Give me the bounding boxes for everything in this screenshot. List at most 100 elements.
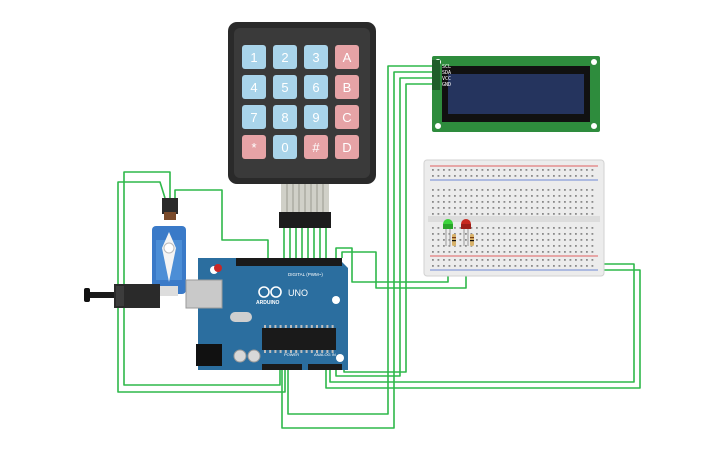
breadboard-hole <box>454 201 456 203</box>
breadboard-hole <box>525 265 528 267</box>
power-header <box>262 364 302 370</box>
breadboard-hole <box>586 175 588 177</box>
breadboard-hole <box>569 259 572 261</box>
keypad-key-#[interactable]: # <box>304 135 328 159</box>
wire-led-red[interactable] <box>341 246 467 289</box>
wire-rail-ground[interactable] <box>325 269 641 389</box>
keypad-key-3[interactable]: 3 <box>304 45 328 69</box>
breadboard-hole <box>481 169 484 171</box>
breadboard-hole <box>520 245 522 247</box>
breadboard-hole <box>525 169 528 171</box>
breadboard-hole <box>525 251 528 253</box>
wires <box>117 65 641 429</box>
wire-servo-ground[interactable] <box>174 189 269 260</box>
breadboard-hole <box>509 189 511 191</box>
breadboard-hole <box>569 245 572 247</box>
keypad-key-2[interactable]: 2 <box>273 45 297 69</box>
keypad-key-4[interactable]: 4 <box>242 75 266 99</box>
arduino-uno[interactable]: DIGITAL (PWM~) ARDUINO UNO POWER ANALOG … <box>84 258 348 370</box>
keypad-key-9[interactable]: 9 <box>304 105 328 129</box>
breadboard-hole <box>503 213 506 215</box>
keypad-key-8[interactable]: 8 <box>273 105 297 129</box>
breadboard-hole <box>476 245 478 247</box>
breadboard-hole <box>580 245 583 247</box>
breadboard[interactable] <box>423 159 605 277</box>
keypad-key-face <box>273 45 297 69</box>
keypad-key-B[interactable]: B <box>335 75 359 99</box>
breadboard-hole <box>591 259 594 261</box>
breadboard-hole <box>448 239 451 241</box>
breadboard-hole <box>553 195 555 197</box>
wire-lcd-sda[interactable] <box>281 71 436 429</box>
breadboard-hole <box>448 233 451 235</box>
breadboard-hole <box>498 259 500 261</box>
breadboard-hole <box>520 195 522 197</box>
breadboard-hole <box>514 239 517 241</box>
servo-motor[interactable] <box>152 198 186 296</box>
breadboard-hole <box>520 239 522 241</box>
breadboard-hole <box>564 175 566 177</box>
breadboard-hole <box>547 207 550 209</box>
breadboard-hole <box>564 251 566 253</box>
keypad-key-D[interactable]: D <box>335 135 359 159</box>
breadboard-hole <box>492 207 495 209</box>
breadboard-hole <box>514 189 517 191</box>
breadboard-hole <box>586 195 588 197</box>
lcd-pin-label: VCC <box>442 76 451 82</box>
breadboard-hole <box>575 227 577 229</box>
breadboard-hole <box>459 175 462 177</box>
keypad-key-1[interactable]: 1 <box>242 45 266 69</box>
wire-lcd-scl[interactable] <box>287 65 436 415</box>
breadboard-hole <box>536 175 539 177</box>
led-green[interactable] <box>443 219 453 246</box>
wire-rail-power[interactable] <box>329 263 635 383</box>
breadboard-hole <box>520 251 522 253</box>
breadboard-hole <box>536 259 539 261</box>
breadboard-hole <box>443 213 445 215</box>
breadboard-hole <box>437 189 440 191</box>
resistor[interactable] <box>452 234 456 246</box>
breadboard-hole <box>514 201 517 203</box>
breadboard-hole <box>443 195 445 197</box>
breadboard-hole <box>448 213 451 215</box>
lcd-display[interactable]: SCL SDA VCC GND <box>432 56 600 132</box>
keypad-key-6[interactable]: 6 <box>304 75 328 99</box>
breadboard-hole <box>586 189 588 191</box>
keypad-key-5[interactable]: 5 <box>273 75 297 99</box>
resistor-band <box>470 237 474 239</box>
breadboard-hole <box>454 175 456 177</box>
breadboard-hole <box>492 227 495 229</box>
breadboard-hole <box>591 207 594 209</box>
keypad-key-7[interactable]: 7 <box>242 105 266 129</box>
breadboard-hole <box>591 265 594 267</box>
chip-pin <box>295 350 298 353</box>
keypad-key-face <box>335 135 359 159</box>
wire-lcd-vcc[interactable] <box>335 77 436 377</box>
chip-pin <box>269 325 272 328</box>
lcd-screen <box>448 74 584 114</box>
breadboard-hole <box>492 169 495 171</box>
led-red[interactable] <box>461 219 471 246</box>
breadboard-hole <box>487 265 489 267</box>
breadboard-hole <box>547 245 550 247</box>
breadboard-hole <box>437 169 440 171</box>
breadboard-hole <box>459 195 462 197</box>
resistor[interactable] <box>470 234 474 246</box>
wire-lcd-gnd[interactable] <box>343 83 436 373</box>
breadboard-hole <box>580 195 583 197</box>
reset-button[interactable] <box>214 264 222 272</box>
keypad-key-C[interactable]: C <box>335 105 359 129</box>
breadboard-hole <box>564 201 566 203</box>
breadboard-hole <box>531 239 533 241</box>
lcd-pin-header <box>432 60 440 90</box>
breadboard-hole <box>432 195 434 197</box>
keypad-key-0[interactable]: 0 <box>273 135 297 159</box>
keypad-key-*[interactable]: * <box>242 135 266 159</box>
wire-servo-power[interactable] <box>123 171 281 386</box>
breadboard-hole <box>487 201 489 203</box>
breadboard-hole <box>492 213 495 215</box>
chip-pin <box>295 325 298 328</box>
keypad-key-A[interactable]: A <box>335 45 359 69</box>
